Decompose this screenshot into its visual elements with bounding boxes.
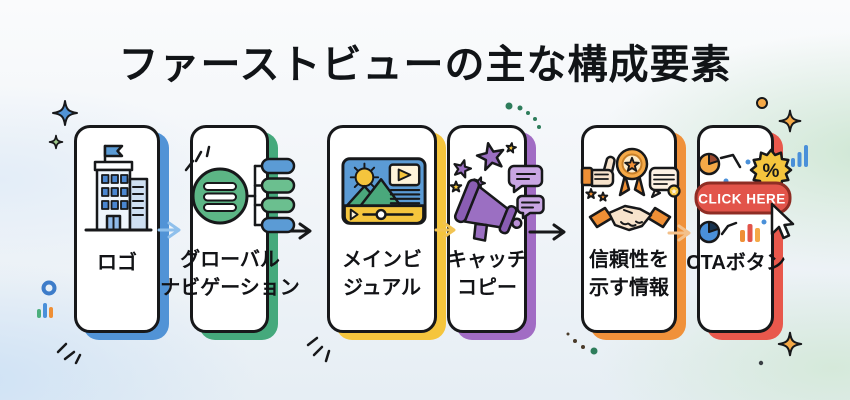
trust-handshake-icon <box>580 147 681 232</box>
cursor-icon <box>770 202 795 240</box>
medal-icon <box>615 147 649 197</box>
label-line: コピー <box>457 277 517 299</box>
cta-click-icon: % CLICK HERE <box>694 148 795 244</box>
card-label-global-nav: グローバル ナビゲーション <box>160 246 300 302</box>
arrow-icon <box>528 223 566 241</box>
card-label-cta: CTAボタン <box>686 249 786 277</box>
arrow-icon <box>157 221 181 239</box>
sparkle-icon <box>48 134 64 150</box>
pie-chart-icon <box>697 220 721 244</box>
cta-button-label: CLICK HERE <box>698 192 786 207</box>
percent-label: % <box>763 161 780 182</box>
sparkle-icon <box>52 100 78 126</box>
bar-chart-icon <box>37 280 57 318</box>
sparkle-icon <box>778 109 802 133</box>
dot-icon <box>758 360 764 366</box>
dash-burst-icon <box>56 342 82 365</box>
handshake-icon <box>588 204 672 232</box>
percent-badge-icon: % <box>749 148 793 192</box>
card-label-main-visual: メインビ ジュアル <box>342 246 422 302</box>
pie-chart-icon <box>697 152 721 176</box>
dash-burst-icon <box>306 336 331 363</box>
bar-chart-icon <box>740 224 760 242</box>
dot-icon <box>756 97 768 109</box>
cta-button-illustration: CLICK HERE <box>694 181 792 215</box>
label-line: 示す情報 <box>589 277 669 299</box>
label-line: メインビ <box>342 249 422 271</box>
page-title: ファーストビューの主な構成要素 <box>118 43 732 87</box>
card-label-logo: ロゴ <box>97 249 137 277</box>
label-line: 信頼性を <box>589 249 669 271</box>
label-line: CTAボタン <box>686 252 786 274</box>
review-bubble-icon <box>648 166 681 199</box>
card-global-nav <box>190 125 269 333</box>
sparkle-icon <box>777 331 803 357</box>
building-icon <box>84 144 153 232</box>
arrow-icon <box>667 224 691 242</box>
card-label-catch-copy: キャッチ コピー <box>447 246 527 302</box>
thumbs-up-icon <box>580 155 616 188</box>
dot-arc <box>566 332 598 355</box>
label-line: ロゴ <box>97 252 137 274</box>
label-line: キャッチ <box>447 249 527 271</box>
label-line: グローバル <box>180 249 280 271</box>
label-line: ナビゲーション <box>160 277 300 299</box>
navigation-tree-icon <box>184 145 296 234</box>
arrow-icon <box>434 221 456 239</box>
dot-arc <box>505 102 541 129</box>
bar-chart-icon <box>791 145 808 167</box>
video-player-icon <box>341 157 427 225</box>
megaphone-icon <box>449 139 545 242</box>
dash-burst-icon <box>184 145 211 172</box>
label-line: ジュアル <box>343 277 421 299</box>
card-label-trust-info: 信頼性を 示す情報 <box>589 246 669 302</box>
